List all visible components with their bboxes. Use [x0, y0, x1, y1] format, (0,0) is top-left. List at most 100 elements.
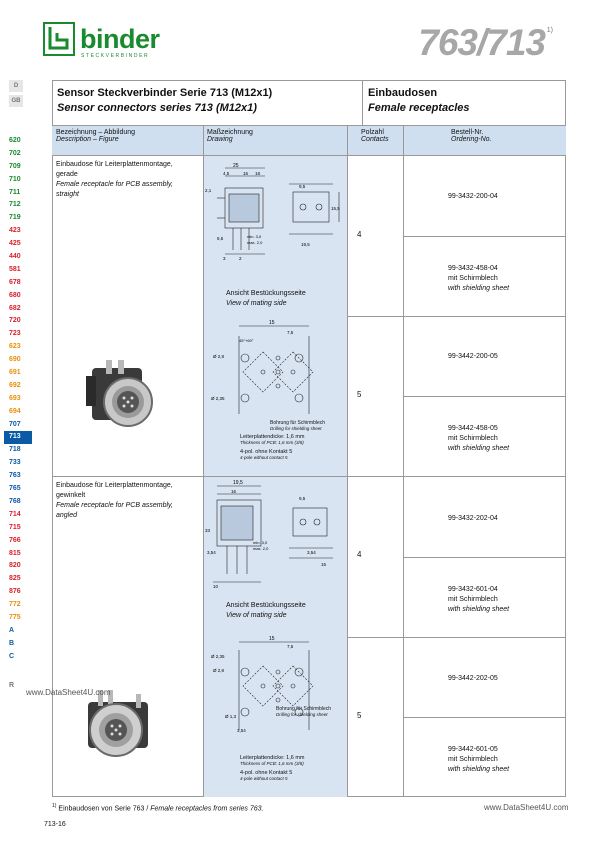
nav-item-876[interactable]: 876	[9, 588, 21, 596]
pin-en: 4-pole without contact 5	[240, 455, 288, 460]
nav-item-719[interactable]: 719	[9, 214, 21, 222]
footnote-de: Einbaudosen von Serie 763 /	[58, 805, 149, 813]
colhead-description-de: Bezeichnung – Abbildung	[56, 129, 136, 136]
order-extra-en: with shielding sheet	[448, 766, 510, 773]
logo-mark-icon	[43, 22, 75, 56]
order-divider-3	[403, 557, 566, 558]
nav-item-702[interactable]: 702	[9, 149, 21, 157]
dim-d28: Ø 2,8	[213, 354, 225, 359]
pcb-de: Leiterplattendicke: 1,6 mm	[240, 434, 305, 440]
nav-item-678[interactable]: 678	[9, 278, 21, 286]
nav-item-b[interactable]: B	[9, 639, 15, 647]
contacts-divider-1	[347, 316, 566, 317]
drawing-straight-side-view: 25 4,5 16 18 2,1 9,5 15,5 6,5 min. 3,0 m…	[203, 158, 347, 283]
watermark[interactable]: www.DataSheet4U.com	[484, 803, 569, 812]
nav-item-714[interactable]: 714	[9, 510, 21, 518]
lang-gb[interactable]: GB	[9, 95, 23, 107]
nav-item-720[interactable]: 720	[9, 317, 21, 325]
page-number: 713-16	[44, 821, 66, 828]
nav-item-692[interactable]: 692	[9, 381, 21, 389]
nav-item-c[interactable]: C	[9, 652, 15, 660]
colhead-drawing-de: Maßzeichnung	[207, 129, 253, 136]
pcb-en: Thickness of PCB: 1,6 mm (3/8)	[240, 440, 304, 445]
dim-33: 33	[205, 528, 211, 533]
nav-item-709[interactable]: 709	[9, 162, 21, 170]
nav-item-440[interactable]: 440	[9, 253, 21, 261]
nav-item-763[interactable]: 763	[9, 472, 21, 480]
colhead-description: Bezeichnung – Abbildung Description – Fi…	[52, 126, 203, 156]
title-divider	[362, 80, 363, 126]
dim-3: 3	[223, 256, 226, 261]
nav-item-a[interactable]: A	[9, 626, 15, 634]
nav-item-715[interactable]: 715	[9, 523, 21, 531]
nav-item-711[interactable]: 711	[9, 188, 21, 196]
nav-item-623[interactable]: 623	[9, 343, 21, 351]
nav-item-768[interactable]: 768	[9, 497, 21, 505]
dim-max20: max. 2,0	[253, 546, 269, 551]
pcb-en: Thickness of PCB: 1,6 mm (3/8)	[240, 761, 304, 766]
nav-item-718[interactable]: 718	[9, 446, 21, 454]
table-title-row	[52, 80, 566, 126]
nav-item-765[interactable]: 765	[9, 485, 21, 493]
nav-item-691[interactable]: 691	[9, 369, 21, 377]
nav-item-425[interactable]: 425	[9, 240, 21, 248]
nav-item-694[interactable]: 694	[9, 407, 21, 415]
shield-de: Bohrung für Schirmblech	[276, 706, 332, 712]
colhead-contacts: Polzahl Contacts	[347, 126, 403, 156]
order-cell: 99-3432-601-04 mit Schirmblech with shie…	[448, 585, 509, 615]
mating-en: View of mating side	[226, 612, 287, 619]
nav-item-815[interactable]: 815	[9, 549, 21, 557]
nav-item-r[interactable]: R	[9, 681, 15, 689]
nav-item-772[interactable]: 772	[9, 601, 21, 609]
nav-item-707[interactable]: 707	[9, 420, 21, 428]
order-number: 99-3442-202-05	[448, 675, 498, 682]
nav-item-620[interactable]: 620	[9, 137, 21, 144]
mating-en: View of mating side	[226, 300, 287, 307]
drawing-angled-side-view: 19,5 16 9,5 33 min. 3,0 max. 2,0 3,54 3,…	[203, 478, 347, 596]
nav-item-710[interactable]: 710	[9, 175, 21, 183]
col-divider-3	[403, 126, 404, 797]
desc-en-line1: Female receptacle for PCB assembly,	[56, 502, 173, 509]
order-extra-de: mit Schirmblech	[448, 756, 498, 763]
nav-item-693[interactable]: 693	[9, 394, 21, 402]
pcb-note-straight: Leiterplattendicke: 1,6 mm Thickness of …	[240, 434, 346, 461]
colhead-contacts-de: Polzahl	[361, 129, 384, 136]
shield-drill-note-angled: Bohrung für Schirmblech Drilling for shi…	[276, 706, 346, 718]
nav-item-733[interactable]: 733	[9, 459, 21, 467]
order-extra-en: with shielding sheet	[448, 606, 510, 613]
nav-item-825[interactable]: 825	[9, 575, 21, 583]
order-number: 99-3442-200-05	[448, 353, 498, 360]
nav-item-680[interactable]: 680	[9, 291, 21, 299]
dim-354: 3,54	[207, 550, 216, 555]
dim-2: 2	[239, 256, 242, 261]
dim-354b: 3,54	[307, 550, 316, 555]
nav-item-766[interactable]: 766	[9, 536, 21, 544]
order-number: 99-3432-200-04	[448, 193, 498, 200]
dim-d235: Ø 2,35	[211, 396, 225, 401]
col-divider-2	[347, 126, 348, 797]
nav-item-423[interactable]: 423	[9, 227, 21, 235]
nav-item-723[interactable]: 723	[9, 330, 21, 338]
drawing-angled-footprint: 15 7,5 Ø 2,35 Ø 2,8 Ø 1,3 3,54	[203, 636, 347, 734]
nav-item-713[interactable]: 713	[4, 431, 32, 445]
order-cell: 99-3442-458-05 mit Schirmblech with shie…	[448, 424, 509, 454]
order-number: 99-3432-601-04	[448, 586, 498, 593]
nav-item-775[interactable]: 775	[9, 613, 21, 621]
dim-d235: Ø 2,35	[211, 654, 225, 659]
nav-item-581[interactable]: 581	[9, 265, 21, 273]
dim-15: 15	[321, 562, 327, 567]
nav-item-820[interactable]: 820	[9, 562, 21, 570]
nav-item-682[interactable]: 682	[9, 304, 21, 312]
watermark[interactable]: www.DataSheet4U.com	[26, 688, 111, 697]
desc-en-line2: straight	[56, 191, 79, 198]
lang-de[interactable]: D	[9, 80, 23, 92]
dim-21: 2,1	[205, 188, 212, 193]
contacts-count: 5	[357, 711, 362, 720]
shield-en: Drilling for shielding sheet	[270, 426, 322, 431]
shield-drill-note-straight: Bohrung für Schirmblech Drilling for shi…	[270, 420, 346, 432]
contacts-count: 4	[357, 230, 362, 239]
nav-item-712[interactable]: 712	[9, 201, 21, 209]
dim-10: 10	[213, 584, 219, 589]
dim-95: 9,5	[299, 496, 306, 501]
nav-item-690[interactable]: 690	[9, 356, 21, 364]
